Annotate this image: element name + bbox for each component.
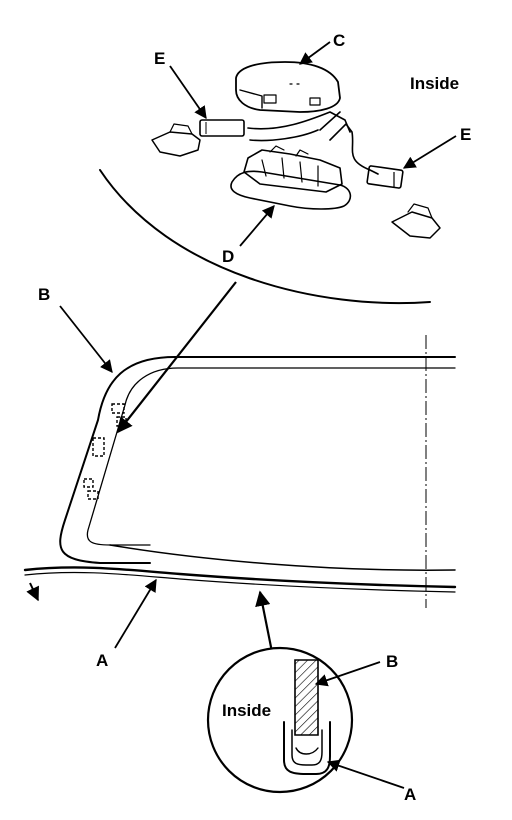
leader-arrow-b-detail: [314, 661, 381, 687]
leader-arrow-e-left: [169, 65, 207, 120]
leader-arrow-d-to-clips: [117, 281, 237, 434]
wire-harness-lower: [249, 129, 319, 142]
windshield-inner-edge: [86, 367, 456, 546]
leader-arrow-a-main: [114, 578, 157, 649]
wire-harness: [247, 111, 351, 133]
interior-light-housing: [235, 61, 341, 113]
molding-a: [23, 566, 457, 589]
molding-a-lower: [24, 571, 456, 593]
label-a-main: A: [96, 651, 108, 670]
light-base: [230, 145, 352, 210]
clip-piece-left: [151, 123, 201, 157]
label-a-detail: A: [404, 785, 416, 804]
leader-arrow-c: [298, 41, 331, 65]
windshield-bottom-edge: [109, 544, 456, 571]
leader-arrow-b-main: [59, 305, 113, 373]
windshield-outer-edge: [59, 356, 456, 564]
label-b-main: B: [38, 285, 50, 304]
label-b-detail: B: [386, 652, 398, 671]
leader-arrow-d: [239, 205, 275, 247]
label-e-left: E: [154, 49, 165, 68]
label-d: D: [222, 247, 234, 266]
clip-locations: [83, 403, 127, 500]
label-e-right: E: [460, 125, 471, 144]
label-inside-detail: Inside: [222, 701, 271, 720]
label-c: C: [333, 31, 345, 50]
leader-arrow-e-right: [402, 135, 457, 169]
leader-arrow-detail-to-molding: [255, 590, 274, 653]
clip-piece-right: [391, 203, 441, 239]
connector-right: [366, 165, 404, 189]
detail-glass-edge: [294, 659, 319, 736]
detail-molding-inner: [291, 729, 323, 766]
detail-molding-lip: [295, 747, 319, 755]
connector-left: [199, 119, 245, 137]
leader-arrow-a-detail: [326, 759, 405, 789]
roof-edge-curve: [99, 169, 431, 305]
molding-direction-arrow: [26, 582, 39, 602]
label-inside-top: Inside: [410, 74, 459, 93]
wire-harness-branch: [319, 111, 379, 175]
detail-circle: [206, 646, 354, 794]
